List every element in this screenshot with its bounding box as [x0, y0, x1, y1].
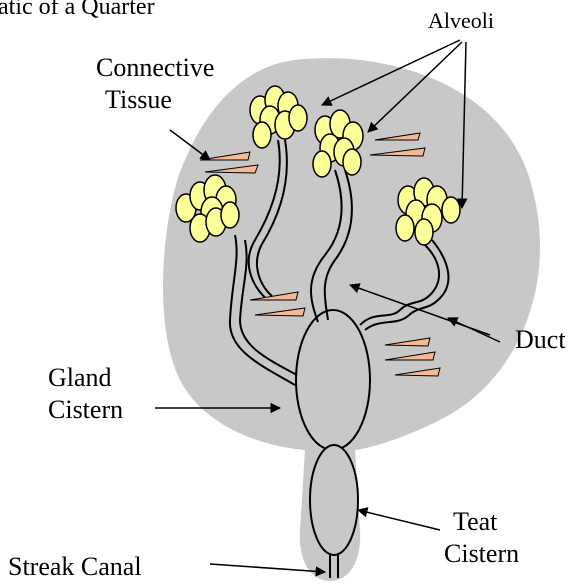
- gland-cistern-label-1: Gland: [48, 363, 112, 392]
- teat-cistern-label-1: Teat: [453, 507, 498, 536]
- gland-cistern: [296, 310, 370, 450]
- gland-cistern-label-2: Cistern: [48, 395, 123, 424]
- teat-cistern-label-2: Cistern: [444, 539, 519, 568]
- teat-cistern: [310, 445, 358, 555]
- connective-tissue-label-1: Connective: [96, 53, 214, 82]
- duct-label: Duct: [515, 325, 566, 354]
- connective-tissue-label-2: Tissue: [105, 85, 172, 114]
- streak-canal-label: Streak Canal: [8, 552, 142, 581]
- alveoli-label: Alveoli: [428, 8, 494, 33]
- title-fragment: atic of a Quarter: [0, 0, 155, 20]
